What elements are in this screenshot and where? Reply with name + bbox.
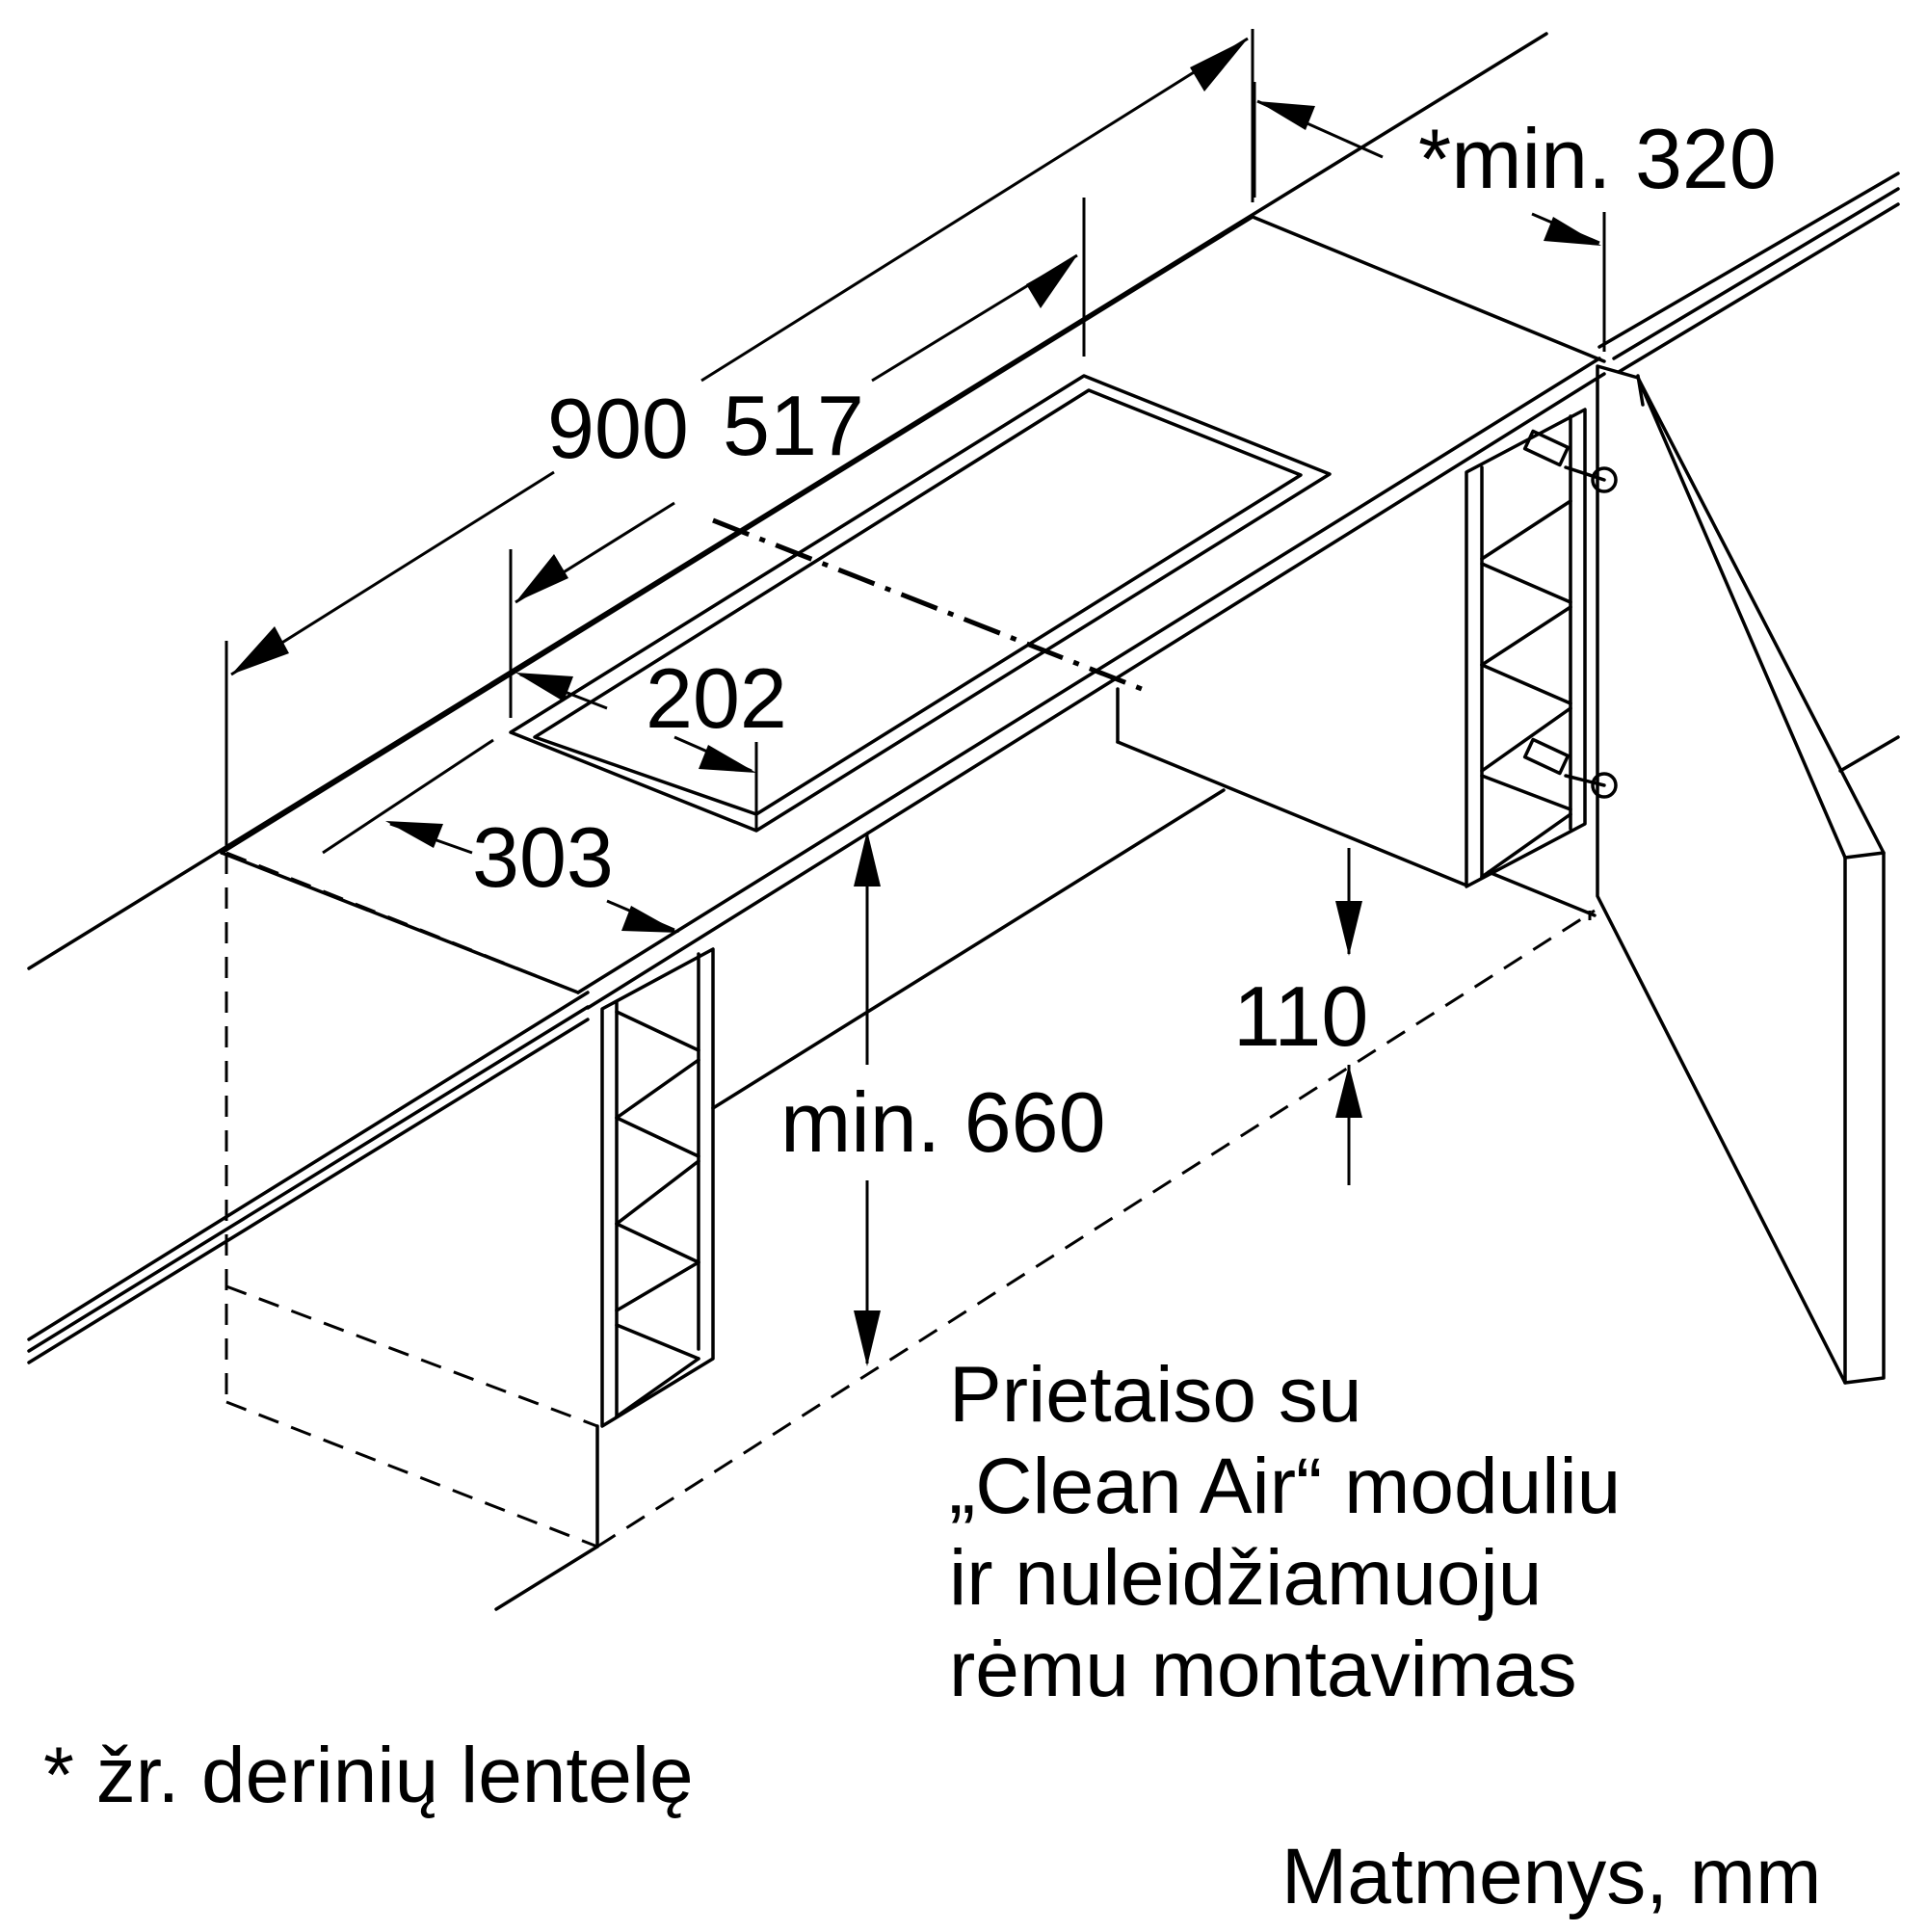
dim-320-arrow-left [1257,101,1315,130]
left-lowering-frame [600,947,715,1428]
dim-202-arrow-right [699,745,756,773]
dim-303-arrow-right [621,906,679,933]
cabinet-dashed-outline [224,851,1597,1611]
worktop-outline [27,32,1900,1364]
dim-900-arrow-right [1190,39,1248,92]
dim-517-arrow-left [515,554,568,602]
dim-900-label: 900 [547,381,689,476]
dim-303-label: 303 [472,809,614,905]
dim-900-arrow-left [231,626,289,675]
description-line-2: „Clean Air“ moduliu [949,1442,1621,1530]
dim-110-arrow-top [1335,901,1362,956]
dim-110-arrow-bottom [1335,1065,1362,1118]
center-line [712,517,1143,692]
description-line-1: Prietaiso su [949,1351,1361,1439]
installation-description: Prietaiso su „Clean Air“ moduliu ir nule… [949,1351,1621,1713]
dim-517-arrow-right [1026,255,1077,308]
dim-202-label: 202 [646,650,787,746]
dim-202-arrow-left [515,673,573,701]
dim-660-arrow-bottom [854,1310,881,1366]
dim-517-label: 517 [723,378,864,473]
dim-660-arrow-top [854,831,881,887]
cabinet-door [1596,364,1900,1385]
dim-110-label: 110 [1233,968,1368,1064]
description-line-3: ir nuleidžiamuoju [949,1534,1542,1622]
right-lowering-frame [1465,408,1618,888]
units-note: Matmenys, mm [1281,1833,1821,1920]
dim-min-660-label: min. 660 [780,1074,1106,1170]
hob-cutout [509,374,1332,833]
description-line-4: rėmu montavimas [949,1626,1577,1713]
dim-320-arrow-right [1544,217,1601,246]
dim-303-arrow-left [385,821,443,848]
footnote: * žr. derinių lentelę [43,1732,694,1819]
dimension-lines [224,29,1606,1366]
dim-min-320-label: *min. 320 [1418,111,1777,206]
clean-air-module [711,687,1466,1110]
